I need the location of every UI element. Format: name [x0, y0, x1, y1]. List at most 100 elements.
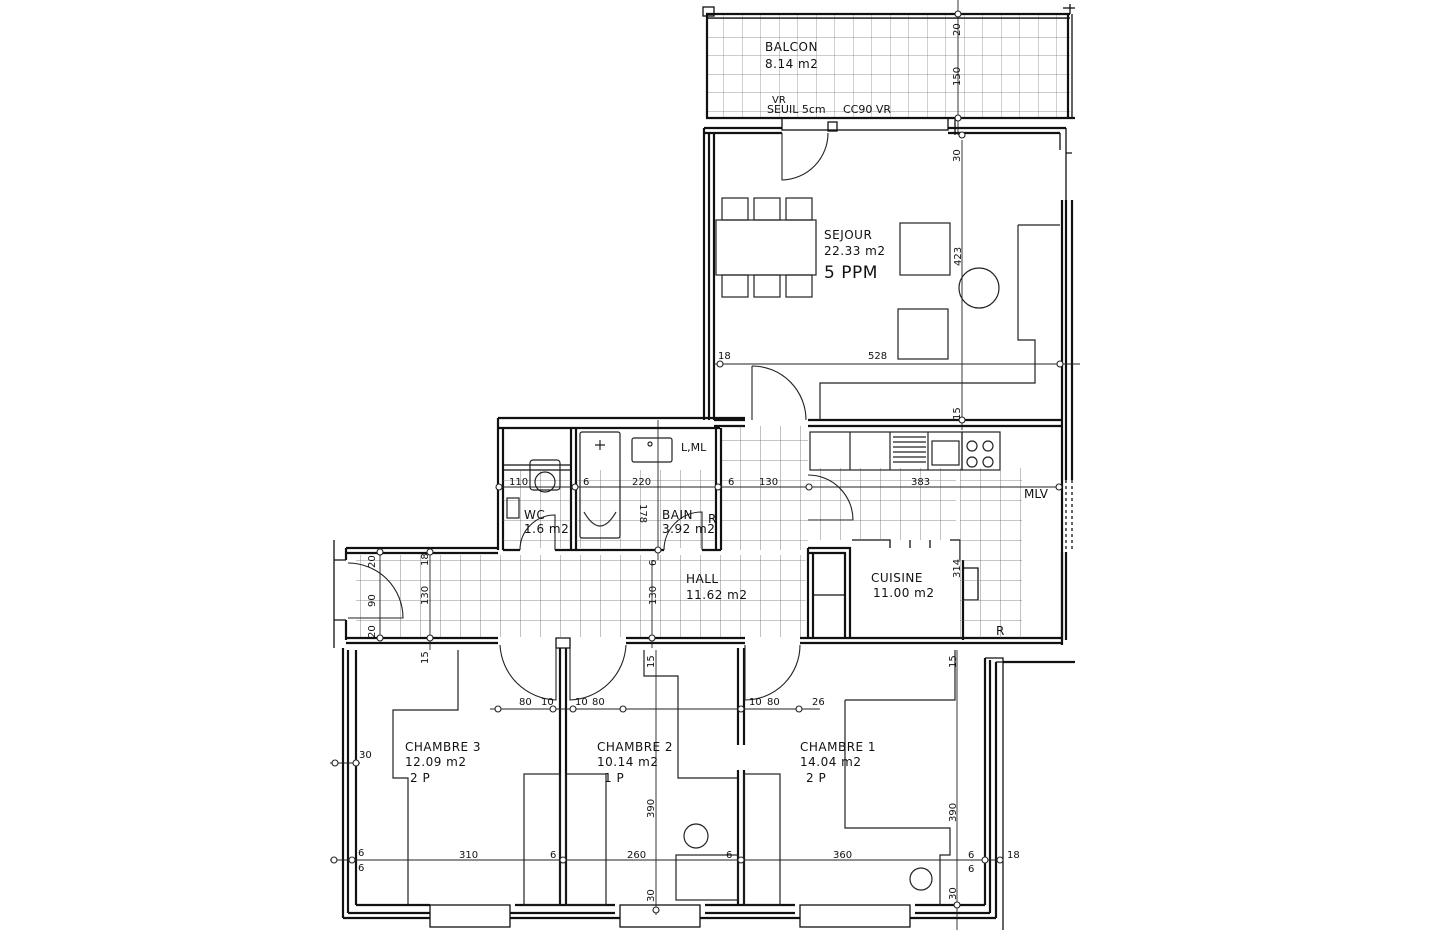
dim-text: 150 — [952, 66, 963, 86]
room-occupancy-chambre3: 2 P — [410, 771, 431, 785]
balcony — [702, 4, 1075, 120]
dim-text: 6 — [968, 864, 975, 875]
dim-text: 18 — [420, 553, 431, 566]
room-area-balcon: 8.14 m2 — [765, 57, 819, 71]
chair-icon — [909, 867, 933, 891]
room-occupancy-chambre1: 2 P — [806, 771, 827, 785]
stove-burner-icon — [966, 440, 978, 452]
dim-text: 18 — [1007, 850, 1020, 861]
kitchen-counter — [809, 431, 1001, 471]
drainboard — [893, 436, 926, 463]
dim-text: 10 — [749, 697, 762, 708]
dim-text: 314 — [952, 558, 963, 578]
armchair-icon — [899, 222, 951, 276]
room-area-wc: 1.6 m2 — [524, 522, 570, 536]
room-name-hall: HALL — [686, 572, 719, 586]
room-name-chambre1: CHAMBRE 1 — [800, 740, 877, 754]
dim-text: 310 — [459, 850, 479, 861]
annotation-seuil: SEUIL 5cm — [767, 103, 826, 116]
bathtub-icon — [579, 431, 621, 539]
room-name-wc: WC — [524, 508, 546, 522]
room-name-sejour: SEJOUR — [824, 228, 873, 242]
dim-text: 20 — [367, 555, 378, 568]
dim-text: 390 — [646, 798, 657, 818]
dim-text: 178 — [637, 504, 648, 524]
dim-text: 15 — [420, 651, 431, 664]
entrance-door-icon — [347, 562, 404, 619]
dim-text: 80 — [767, 697, 780, 708]
annotation-lml: L,ML — [681, 441, 707, 454]
dim-text: 20 — [952, 23, 963, 36]
dining-table-icon — [715, 197, 817, 298]
dim-text: 6 — [550, 850, 557, 861]
annotation-mlv: MLV — [1024, 487, 1048, 501]
dim-text: 6 — [358, 863, 365, 874]
dim-text: 110 — [509, 477, 529, 488]
room-area-chambre2: 10.14 m2 — [597, 755, 659, 769]
dim-text: 6 — [358, 848, 365, 859]
sink-icon — [931, 440, 960, 466]
dim-text: 130 — [759, 477, 779, 488]
dim-text: 30 — [359, 750, 372, 761]
room-area-chambre1: 14.04 m2 — [800, 755, 862, 769]
dimension-lines — [330, 0, 1080, 930]
dim-text: 30 — [948, 887, 959, 900]
dim-text: 15 — [948, 655, 959, 668]
dim-text: 15 — [646, 655, 657, 668]
room-name-chambre3: CHAMBRE 3 — [405, 740, 482, 754]
dim-text: 18 — [718, 351, 731, 362]
dim-text: 80 — [519, 697, 532, 708]
desk-icon — [675, 854, 739, 901]
annotation-vr: VR — [772, 95, 786, 106]
dim-text: 80 — [592, 697, 605, 708]
dim-text: 10 — [575, 697, 588, 708]
room-area-hall: 11.62 m2 — [686, 588, 748, 602]
dim-text: 130 — [420, 585, 431, 605]
room-name-cuisine: CUISINE — [871, 571, 923, 585]
doors — [347, 132, 854, 701]
living-door-icon — [751, 365, 807, 421]
annotation-cc90: CC90 VR — [843, 103, 892, 116]
room-extra-sejour: 5 PPM — [824, 263, 878, 283]
dim-text: 90 — [367, 594, 378, 607]
dim-text: 360 — [833, 850, 853, 861]
washbasin-icon — [631, 437, 673, 463]
chair-icon — [683, 823, 709, 849]
room-area-sejour: 22.33 m2 — [824, 244, 886, 258]
room-name-balcon: BALCON — [765, 40, 818, 54]
bedroom-furniture — [392, 650, 956, 906]
dim-text: 30 — [952, 149, 963, 162]
dim-text: 220 — [632, 477, 652, 488]
dim-text: 6 — [648, 559, 659, 566]
dim-text: 6 — [968, 850, 975, 861]
dim-text: 6 — [583, 477, 590, 488]
coffee-table-icon — [958, 267, 1000, 309]
dim-text: 390 — [948, 802, 959, 822]
room-area-bain: 3.92 m2 — [662, 522, 716, 536]
room-name-bain: BAIN — [662, 508, 693, 522]
armchair-icon — [897, 308, 949, 360]
annotation-r-cuisine: R — [996, 624, 1005, 638]
dim-text: 383 — [911, 477, 931, 488]
bed-icon — [523, 773, 561, 906]
toilet-icon — [529, 459, 561, 491]
dim-text: 20 — [367, 625, 378, 638]
dim-text: 423 — [953, 246, 964, 266]
balcony-door-icon — [781, 132, 829, 181]
room-area-chambre3: 12.09 m2 — [405, 755, 467, 769]
dim-text: 15 — [952, 407, 963, 420]
annotation-r-bain: R — [708, 512, 717, 526]
wardrobe-icon — [743, 773, 781, 906]
dim-text: 130 — [648, 585, 659, 605]
room-area-cuisine: 11.00 m2 — [873, 586, 935, 600]
dim-text: 6 — [726, 850, 733, 861]
dim-text: 260 — [627, 850, 647, 861]
dim-text: 26 — [812, 697, 825, 708]
room-name-chambre2: CHAMBRE 2 — [597, 740, 674, 754]
living-furniture — [715, 197, 1060, 420]
dim-text: 10 — [541, 697, 554, 708]
bathroom-fixtures — [506, 431, 673, 539]
room-occupancy-chambre2: 1 P — [604, 771, 625, 785]
dim-text: 6 — [728, 477, 735, 488]
